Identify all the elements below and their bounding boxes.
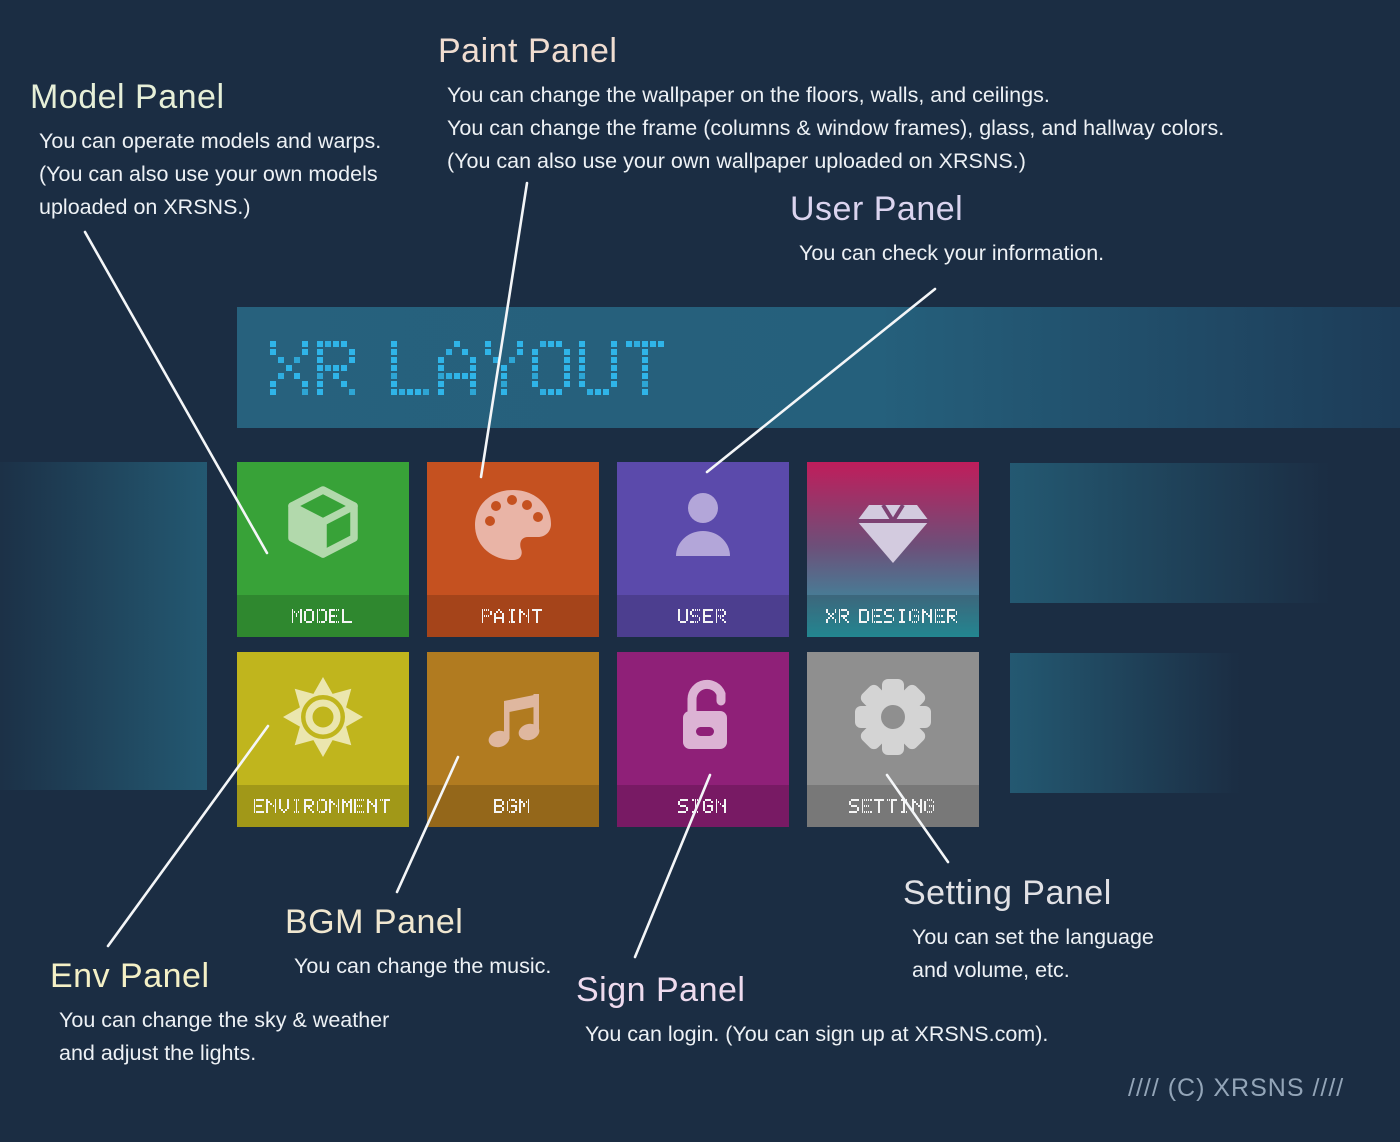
annotation-title: Paint Panel (438, 32, 618, 70)
annotation-line: (You can also use your own models (39, 162, 378, 186)
open-padlock-icon (653, 665, 753, 765)
tile-label (848, 798, 937, 814)
annotation-title: Sign Panel (576, 971, 746, 1009)
annotation-line: You can login. (You can sign up at XRSNS… (585, 1022, 1049, 1046)
music-note-icon (463, 665, 563, 765)
annotation-line: You can change the wallpaper on the floo… (447, 83, 1050, 107)
tile-environment[interactable] (237, 652, 409, 827)
tile-bgm[interactable] (427, 652, 599, 827)
annotation-line: You can change the frame (columns & wind… (447, 116, 1225, 140)
annotation-title: Env Panel (50, 957, 210, 995)
tile-label-strip (807, 595, 979, 637)
tile-label-strip (807, 785, 979, 827)
tile-setting[interactable] (807, 652, 979, 827)
ghost-tile-right-bottom (1010, 653, 1240, 793)
tile-label (291, 608, 355, 624)
annotation-line: You can check your information. (799, 241, 1105, 265)
annotation-line: You can operate models and warps. (39, 129, 382, 153)
tile-model[interactable] (237, 462, 409, 637)
annotation-line: (You can also use your own wallpaper upl… (447, 149, 1026, 173)
tile-label-strip (617, 785, 789, 827)
annotation-title: User Panel (790, 190, 964, 228)
tile-sign[interactable] (617, 652, 789, 827)
person-icon (653, 475, 753, 575)
tile-label-strip (427, 595, 599, 637)
tile-label (253, 798, 393, 814)
tile-label (494, 798, 532, 814)
ghost-tile-right-top (1010, 463, 1330, 603)
annotation-line: uploaded on XRSNS.) (39, 195, 251, 219)
annotation-user: User Panel You can check your informatio… (790, 190, 1104, 270)
cube-icon (273, 475, 373, 575)
annotation-line: You can change the music. (294, 954, 552, 978)
sun-icon (273, 665, 373, 765)
title-banner (237, 307, 1400, 428)
tile-label-strip (237, 785, 409, 827)
annotation-title: Model Panel (30, 78, 225, 116)
annotation-title: BGM Panel (285, 903, 464, 941)
gem-icon (843, 475, 943, 575)
annotation-env: Env Panel You can change the sky & weath… (50, 957, 389, 1070)
tile-user[interactable] (617, 462, 789, 637)
tile-label-strip (237, 595, 409, 637)
tile-label (677, 798, 728, 814)
tile-label-strip (427, 785, 599, 827)
app-title (270, 340, 673, 395)
tile-label-strip (617, 595, 789, 637)
annotation-model: Model Panel You can operate models and w… (30, 78, 381, 224)
annotation-paint: Paint Panel You can change the wallpaper… (438, 32, 1224, 178)
tile-label (826, 608, 960, 624)
tile-label (481, 608, 545, 624)
annotation-line: and volume, etc. (912, 958, 1070, 982)
palette-icon (463, 475, 563, 575)
copyright: //// (C) XRSNS //// (1128, 1074, 1345, 1102)
annotation-title: Setting Panel (903, 874, 1112, 912)
tile-paint[interactable] (427, 462, 599, 637)
annotation-sign: Sign Panel You can login. (You can sign … (576, 971, 1048, 1051)
annotation-line: You can change the sky & weather (59, 1008, 390, 1032)
annotation-bgm: BGM Panel You can change the music. (285, 903, 551, 983)
gear-icon (843, 665, 943, 765)
tile-xr-designer[interactable] (807, 462, 979, 637)
annotation-setting: Setting Panel You can set the language a… (903, 874, 1154, 987)
annotation-line: and adjust the lights. (59, 1041, 257, 1065)
tile-label (677, 608, 728, 624)
ghost-tile-left (0, 462, 207, 790)
annotation-line: You can set the language (912, 925, 1154, 949)
